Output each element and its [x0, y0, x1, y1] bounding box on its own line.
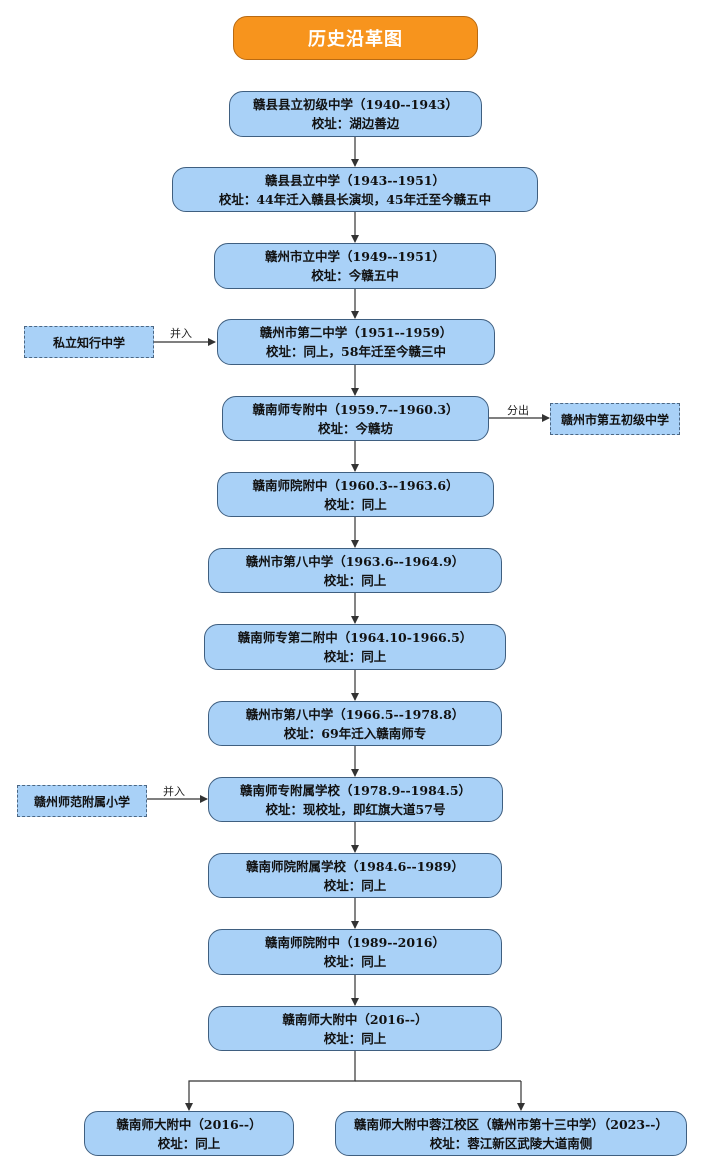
timeline-node: 赣州市第八中学（1966.5--1978.8） 校址：69年迁入赣南师专 — [208, 701, 502, 746]
node-name: 赣南师大附中（2016--） — [116, 1116, 262, 1132]
timeline-node: 赣州市第二中学（1951--1959） 校址：同上，58年迁至今赣三中 — [217, 319, 495, 365]
node-name: 赣南师大附中（2016--） — [282, 1011, 428, 1027]
node-site: 校址：今赣坊 — [317, 420, 393, 436]
side-node: 赣州师范附属小学 — [17, 785, 147, 817]
node-site: 校址：44年迁入赣县长演坝，45年迁至今赣五中 — [218, 191, 492, 207]
timeline-node: 赣南师院附属学校（1984.6--1989） 校址：同上 — [208, 853, 502, 898]
timeline-node: 赣南师专第二附中（1964.10-1966.5） 校址：同上 — [204, 624, 506, 670]
timeline-node: 赣南师院附中（1989--2016） 校址：同上 — [208, 929, 502, 975]
node-site: 校址：现校址，即红旗大道57号 — [265, 801, 446, 817]
node-site: 校址：今赣五中 — [311, 268, 399, 283]
timeline-node: 赣南师大附中（2016--） 校址：同上 — [208, 1006, 502, 1051]
edge-label: 并入 — [163, 785, 185, 798]
edge-label: 分出 — [507, 404, 529, 417]
timeline-node: 赣县县立中学（1943--1951） 校址：44年迁入赣县长演坝，45年迁至今赣… — [172, 167, 538, 212]
node-name: 赣州市第八中学（1963.6--1964.9） — [245, 553, 465, 569]
node-name: 赣南师院附中（1960.3--1963.6） — [252, 477, 459, 493]
page-title: 历史沿革图 — [233, 16, 478, 60]
node-site: 校址：69年迁入赣南师专 — [283, 725, 427, 741]
side-node: 私立知行中学 — [24, 326, 154, 358]
node-site: 校址：同上 — [323, 1030, 387, 1046]
node-site: 校址：同上 — [157, 1135, 221, 1151]
node-name: 赣南师专附属学校（1978.9--1984.5） — [239, 782, 472, 798]
timeline-node: 赣南师专附属学校（1978.9--1984.5） 校址：现校址，即红旗大道57号 — [208, 777, 503, 822]
node-site: 校址：同上 — [324, 496, 387, 512]
node-name: 赣南师院附中（1989--2016） — [265, 935, 445, 950]
node-name: 赣南师院附属学校（1984.6--1989） — [245, 858, 464, 874]
node-name: 赣州市第八中学（1966.5--1978.8） — [245, 706, 465, 722]
node-site: 校址：蓉江新区武陵大道南侧 — [429, 1135, 593, 1151]
branch-line — [185, 1051, 356, 1111]
node-site: 校址：湖边善边 — [311, 116, 400, 131]
timeline-node: 赣南师院附中（1960.3--1963.6） 校址：同上 — [217, 472, 494, 517]
node-site: 校址：同上 — [323, 954, 387, 969]
node-site: 校址：同上 — [323, 572, 387, 588]
timeline-node: 赣南师专附中（1959.7--1960.3） 校址：今赣坊 — [222, 396, 489, 441]
node-name: 赣县县立初级中学（1940--1943） — [253, 97, 458, 112]
node-name: 赣县县立中学（1943--1951） — [265, 172, 445, 188]
edge-label: 并入 — [170, 327, 192, 340]
node-name: 赣州市第二中学（1951--1959） — [259, 325, 453, 340]
timeline-node: 赣县县立初级中学（1940--1943） 校址：湖边善边 — [229, 91, 482, 137]
branch-node: 赣南师大附中蓉江校区（赣州市第十三中学）（2023--） 校址：蓉江新区武陵大道… — [335, 1111, 687, 1156]
branch-node: 赣南师大附中（2016--） 校址：同上 — [84, 1111, 294, 1156]
node-name: 赣州市立中学（1949--1951） — [265, 249, 445, 264]
node-name: 赣南师专第二附中（1964.10-1966.5） — [237, 630, 473, 645]
node-site: 校址：同上 — [323, 649, 387, 664]
timeline-node: 赣州市立中学（1949--1951） 校址：今赣五中 — [214, 243, 496, 289]
timeline-node: 赣州市第八中学（1963.6--1964.9） 校址：同上 — [208, 548, 502, 593]
node-name: 赣南师专附中（1959.7--1960.3） — [252, 401, 459, 417]
node-name: 赣南师大附中蓉江校区（赣州市第十三中学）（2023--） — [354, 1116, 668, 1132]
side-node: 赣州市第五初级中学 — [550, 403, 680, 435]
node-site: 校址：同上，58年迁至今赣三中 — [266, 344, 446, 359]
node-site: 校址：同上 — [323, 877, 387, 893]
